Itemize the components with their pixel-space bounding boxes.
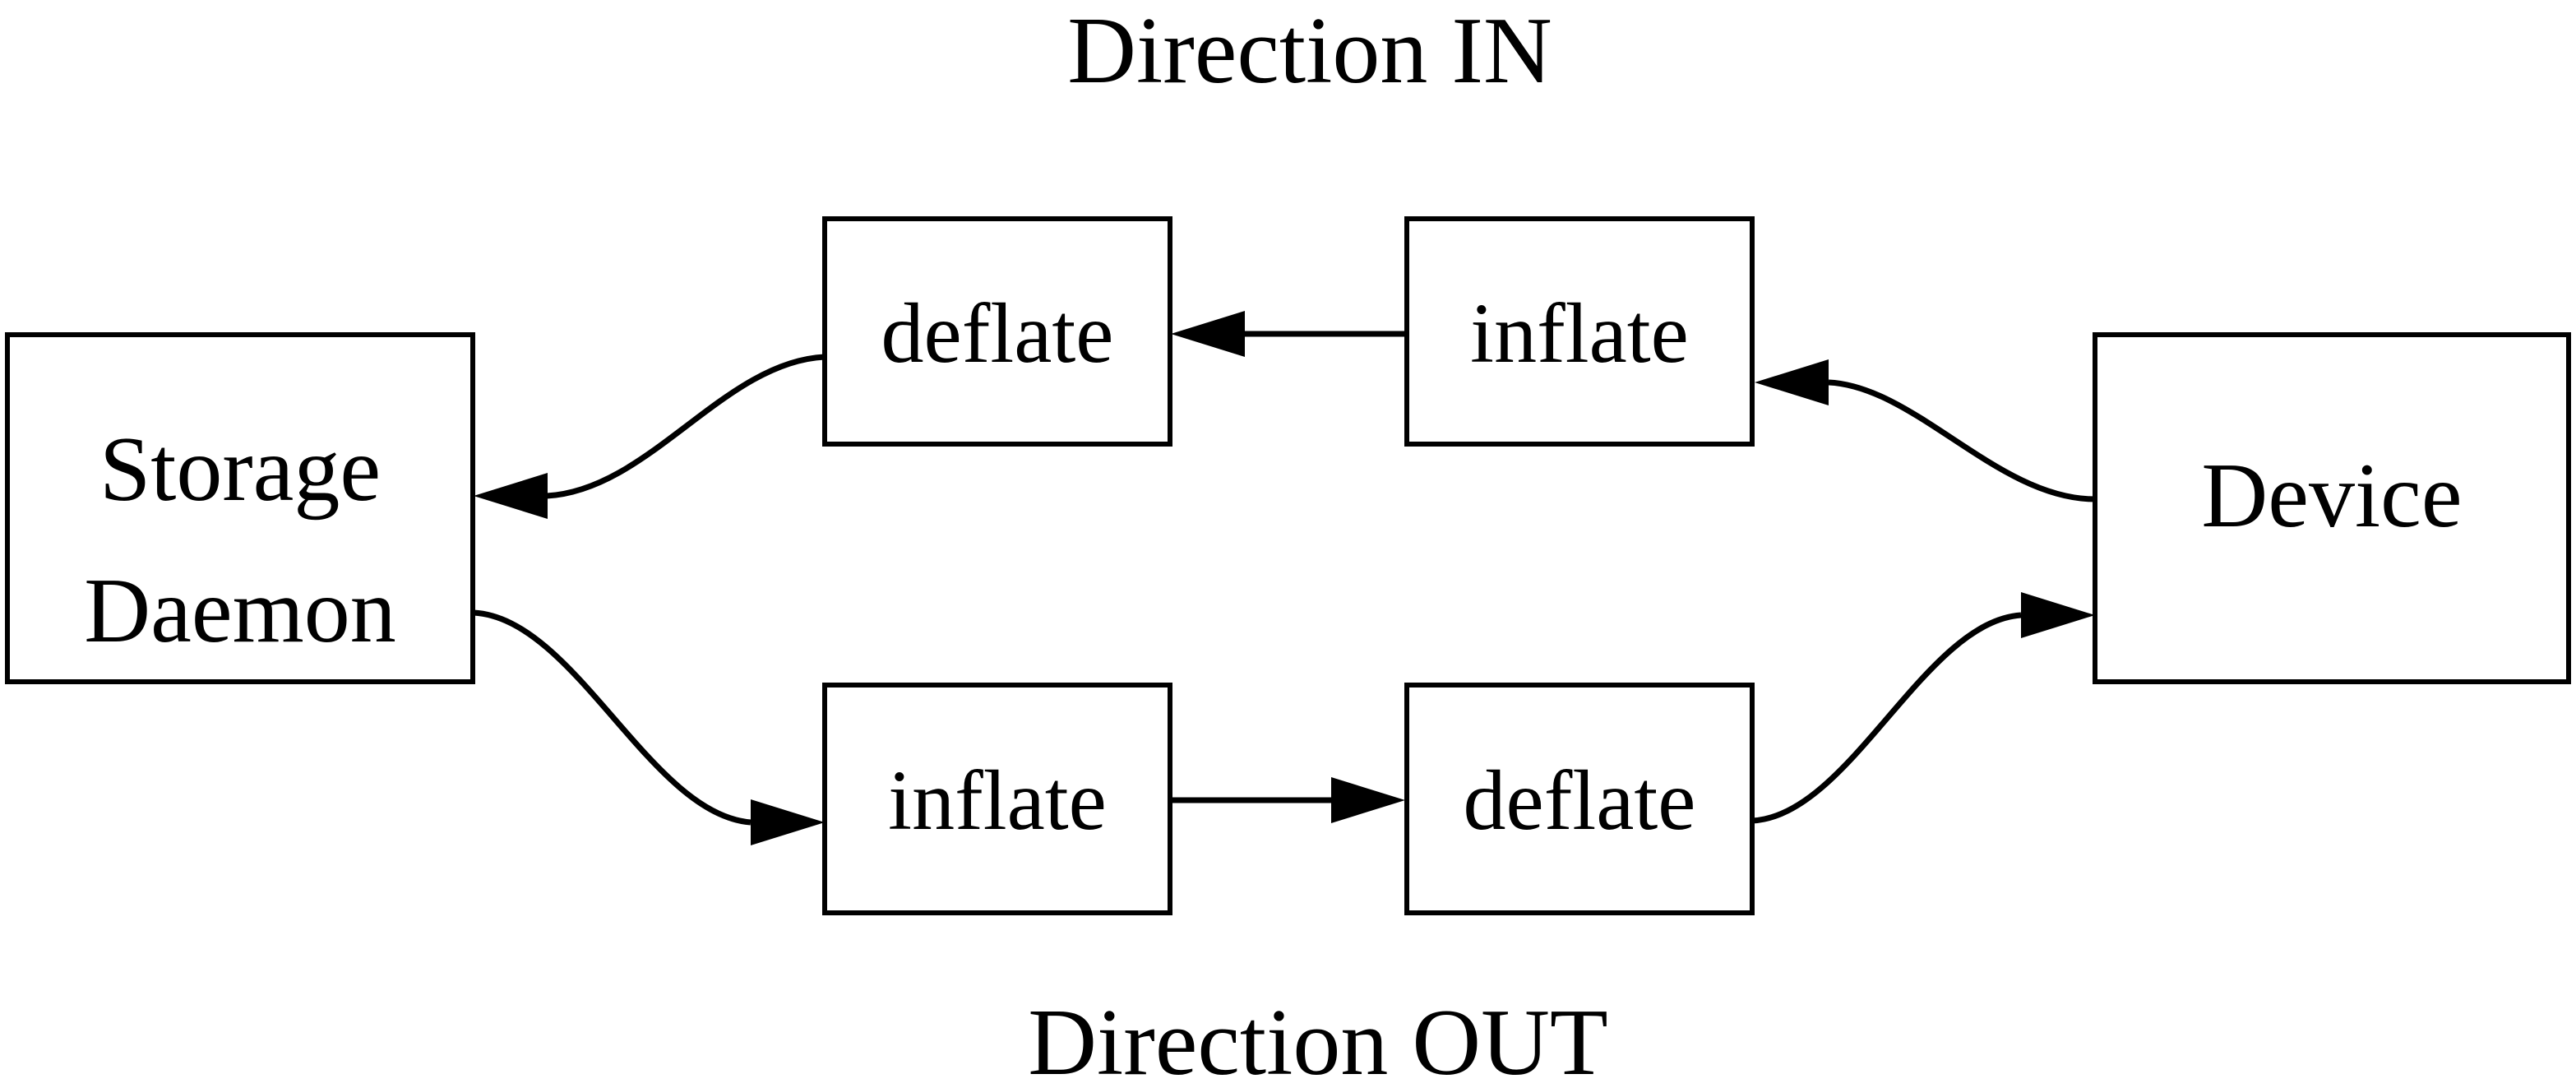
node-out-inflate[interactable]: inflate — [822, 683, 1172, 915]
edge-out-inflate-to-out-deflate — [1171, 777, 1405, 823]
out-inflate-box[interactable] — [822, 683, 1172, 915]
node-in-inflate[interactable]: inflate — [1404, 216, 1755, 447]
device-label: Device — [2201, 445, 2462, 547]
edge-device-to-in-inflate-line — [1828, 379, 2096, 502]
arrowhead-to-in-inflate — [1755, 359, 1829, 405]
out-deflate-label: deflate — [1464, 753, 1696, 848]
storage-daemon-label-line2: Daemon — [84, 560, 395, 662]
edge-in-inflate-to-in-deflate — [1171, 311, 1407, 357]
in-inflate-label: inflate — [1470, 286, 1689, 381]
edge-out-deflate-to-device-line — [1751, 612, 2022, 824]
node-device[interactable]: Device — [2093, 332, 2571, 684]
in-deflate-label: deflate — [881, 286, 1114, 381]
arrowhead-to-out-inflate — [751, 799, 825, 845]
in-deflate-box[interactable] — [822, 216, 1172, 447]
out-inflate-label: inflate — [888, 753, 1107, 848]
edge-device-to-in-inflate — [1755, 359, 2096, 502]
node-in-deflate[interactable]: deflate — [822, 216, 1172, 447]
arrowhead-to-device — [2021, 592, 2095, 638]
edge-storage-daemon-to-out-inflate — [473, 609, 825, 845]
arrowhead-to-in-deflate — [1171, 311, 1245, 357]
storage-daemon-box[interactable] — [5, 332, 475, 684]
edge-in-deflate-to-storage-daemon — [474, 354, 826, 519]
out-deflate-box[interactable] — [1404, 683, 1755, 915]
edge-storage-daemon-to-out-inflate-line — [473, 609, 752, 826]
direction-out-caption: Direction OUT — [1028, 990, 1607, 1088]
arrowhead-to-storage-daemon — [474, 473, 548, 519]
node-storage-daemon[interactable]: Storage Daemon — [5, 332, 475, 684]
direction-in-caption: Direction IN — [1067, 0, 1552, 104]
arrowhead-to-out-deflate — [1331, 777, 1405, 823]
edge-out-deflate-to-device — [1751, 592, 2095, 824]
device-box[interactable] — [2093, 332, 2571, 684]
node-out-deflate[interactable]: deflate — [1404, 683, 1755, 915]
edge-in-deflate-to-storage-daemon-line — [546, 354, 826, 499]
in-inflate-box[interactable] — [1404, 216, 1755, 447]
storage-daemon-label-line1: Storage — [99, 419, 381, 521]
